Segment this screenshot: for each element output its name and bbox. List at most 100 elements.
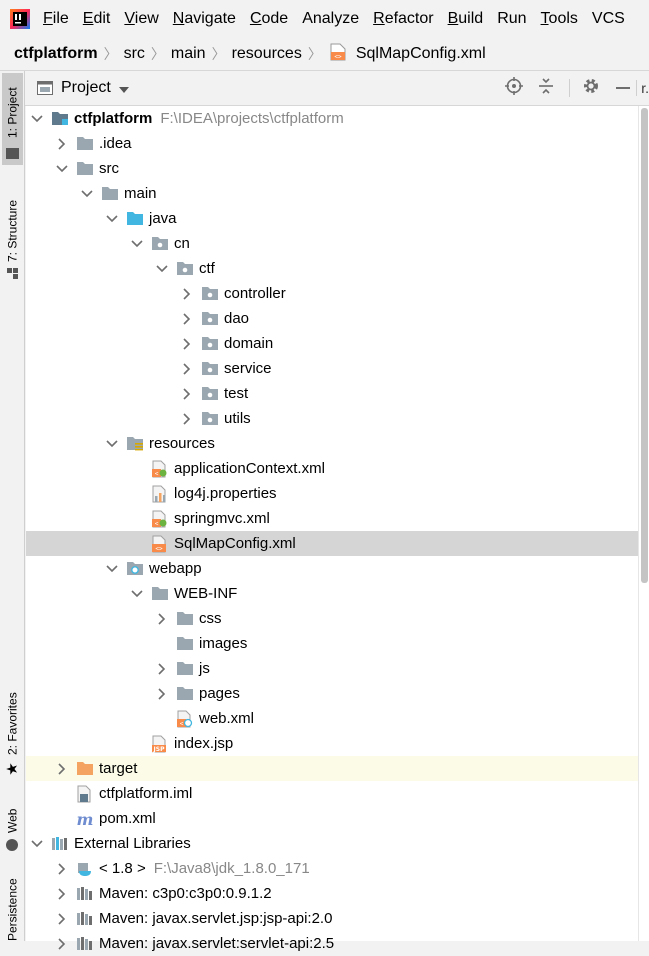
tree-node[interactable]: src (26, 156, 638, 181)
tree-node[interactable]: controller (26, 281, 638, 306)
tree-node[interactable]: Maven: c3p0:c3p0:0.9.1.2 (26, 881, 638, 906)
tree-node[interactable]: java (26, 206, 638, 231)
package-icon (201, 335, 219, 353)
tree-node[interactable]: utils (26, 406, 638, 431)
chevron-right-icon[interactable] (180, 387, 194, 401)
chevron-right-icon[interactable] (55, 937, 69, 951)
collapse-all-icon[interactable] (537, 77, 555, 99)
chevron-right-icon[interactable] (55, 762, 69, 776)
chevron-right-icon[interactable] (55, 887, 69, 901)
chevron-right-icon[interactable] (155, 687, 169, 701)
web-tool-tab[interactable]: Web (2, 791, 23, 851)
gear-icon[interactable] (582, 77, 600, 99)
hide-icon[interactable] (616, 87, 631, 89)
chevron-down-icon[interactable] (118, 80, 129, 97)
tree-node[interactable]: js (26, 656, 638, 681)
tree-node[interactable]: css (26, 606, 638, 631)
tree-node[interactable]: cn (26, 231, 638, 256)
chevron-down-icon[interactable] (130, 587, 144, 601)
menu-navigate[interactable]: Navigate (173, 10, 236, 28)
chevron-down-icon[interactable] (105, 437, 119, 451)
folder-icon (176, 685, 194, 703)
chevron-right-icon[interactable] (55, 862, 69, 876)
locate-icon[interactable] (505, 77, 524, 99)
tree-node[interactable]: dao (26, 306, 638, 331)
menu-analyze[interactable]: Analyze (302, 10, 359, 28)
tree-node[interactable]: ctfplatform.iml (26, 781, 638, 806)
chevron-right-icon[interactable] (180, 312, 194, 326)
chevron-right-icon[interactable] (55, 912, 69, 926)
tree-node[interactable]: <springmvc.xml (26, 506, 638, 531)
menu-edit[interactable]: Edit (83, 10, 111, 28)
tree-node[interactable]: domain (26, 331, 638, 356)
chevron-right-icon[interactable] (155, 662, 169, 676)
tree-node[interactable]: WEB-INF (26, 581, 638, 606)
chevron-down-icon[interactable] (105, 212, 119, 226)
tree-node[interactable]: resources (26, 431, 638, 456)
tree-node[interactable]: images (26, 631, 638, 656)
menu-vcs[interactable]: VCS (592, 10, 625, 28)
breadcrumb-resources[interactable]: resources (231, 44, 302, 62)
menu-tools[interactable]: Tools (541, 10, 578, 28)
tree-node[interactable]: <> SqlMapConfig.xml (26, 531, 638, 556)
menu-run[interactable]: Run (497, 10, 526, 28)
chevron-right-icon[interactable] (55, 137, 69, 151)
project-tool-tab[interactable]: 1: Project (2, 73, 23, 165)
tree-node[interactable]: <applicationContext.xml (26, 456, 638, 481)
chevron-right-icon[interactable] (180, 287, 194, 301)
scrollbar-thumb[interactable] (641, 108, 648, 583)
tree-node[interactable]: test (26, 381, 638, 406)
tree-node[interactable]: log4j.properties (26, 481, 638, 506)
breadcrumb-main[interactable]: main (170, 44, 206, 62)
project-view-selector[interactable]: Project (61, 79, 111, 96)
tree-node-label: SqlMapConfig.xml (174, 535, 296, 552)
chevron-down-icon[interactable] (80, 187, 94, 201)
structure-tool-tab[interactable]: 7: Structure (2, 179, 23, 279)
persistence-tool-tab[interactable]: Persistence (2, 867, 23, 941)
chevron-down-icon[interactable] (30, 837, 44, 851)
tree-node[interactable]: target (26, 756, 638, 781)
breadcrumb-file[interactable]: SqlMapConfig.xml (355, 44, 486, 62)
breadcrumb-src[interactable]: src (123, 44, 145, 62)
tree-node[interactable]: Maven: javax.servlet.jsp:jsp-api:2.0 (26, 906, 638, 931)
favorites-tool-tab[interactable]: ★ 2: Favorites (2, 679, 23, 779)
chevron-down-icon[interactable] (130, 237, 144, 251)
menu-code[interactable]: Code (250, 10, 288, 28)
chevron-down-icon[interactable] (105, 562, 119, 576)
breadcrumb-project[interactable]: ctfplatform (14, 44, 98, 62)
chevron-down-icon[interactable] (30, 112, 44, 126)
package-icon (151, 235, 169, 253)
menu-file[interactable]: File (43, 10, 69, 28)
tree-node[interactable]: main (26, 181, 638, 206)
chevron-right-icon[interactable] (155, 612, 169, 626)
menu-label: dit (93, 9, 111, 27)
tree-node-label: main (124, 185, 157, 202)
tree-node[interactable]: ctf (26, 256, 638, 281)
chevron-down-icon[interactable] (55, 162, 69, 176)
chevron-right-icon[interactable] (180, 362, 194, 376)
chevron-right-icon[interactable] (180, 412, 194, 426)
tree-node[interactable]: Maven: javax.servlet:servlet-api:2.5 (26, 931, 638, 956)
chevron-right-icon[interactable] (180, 337, 194, 351)
folder-icon (176, 660, 194, 678)
xml-file-icon: <> (151, 535, 169, 553)
tree-scrollbar[interactable] (638, 106, 649, 941)
tree-node[interactable]: External Libraries (26, 831, 638, 856)
tree-node[interactable]: < 1.8 >F:\Java8\jdk_1.8.0_171 (26, 856, 638, 881)
menu-build[interactable]: Build (448, 10, 484, 28)
tree-node[interactable]: service (26, 356, 638, 381)
tree-node[interactable]: .idea (26, 131, 638, 156)
tree-node[interactable]: <web.xml (26, 706, 638, 731)
tree-node[interactable]: pages (26, 681, 638, 706)
menu-view[interactable]: View (124, 10, 158, 28)
menu-refactor[interactable]: Refactor (373, 10, 433, 28)
tree-node[interactable]: webapp (26, 556, 638, 581)
tree-node-label: webapp (149, 560, 202, 577)
menu-mnemonic: T (540, 9, 549, 27)
chevron-down-icon[interactable] (155, 262, 169, 276)
project-view-icon (37, 81, 53, 95)
tree-indent (130, 512, 144, 526)
